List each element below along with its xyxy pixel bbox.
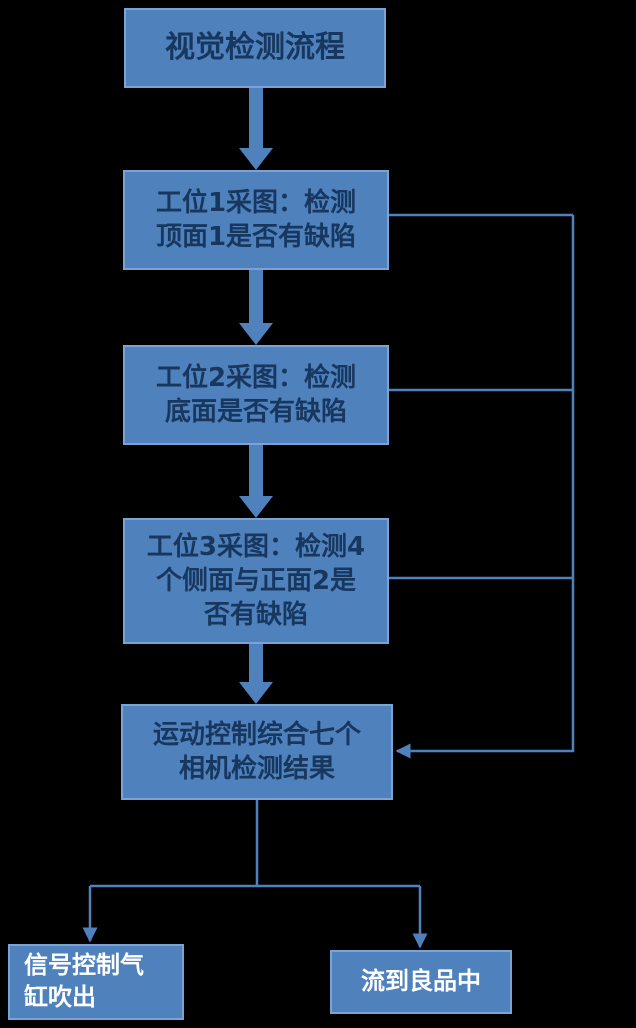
node-motion-control: 运动控制综合七个 相机检测结果 — [121, 704, 393, 800]
node-station3-label: 工位3采图：检测4 个侧面与正面2是 否有缺陷 — [146, 531, 366, 631]
node-pass-good-label: 流到良品中 — [361, 967, 481, 996]
node-station1: 工位1采图：检测 顶面1是否有缺陷 — [123, 170, 389, 270]
node-reject-blowout-label: 信号控制气 缸吹出 — [24, 951, 144, 1011]
arrow-station3-to-motion-icon — [239, 644, 273, 704]
arrow-station1-to-station2-icon — [239, 270, 273, 345]
node-reject-blowout: 信号控制气 缸吹出 — [8, 944, 184, 1020]
node-pass-good: 流到良品中 — [330, 950, 512, 1014]
arrow-title-to-station1-icon — [239, 88, 273, 170]
node-station2-label: 工位2采图：检测 底面是否有缺陷 — [155, 362, 357, 427]
node-title: 视觉检测流程 — [124, 8, 386, 88]
node-title-label: 视觉检测流程 — [165, 30, 345, 66]
node-station3: 工位3采图：检测4 个侧面与正面2是 否有缺陷 — [123, 518, 389, 644]
node-motion-control-label: 运动控制综合七个 相机检测结果 — [152, 719, 361, 784]
connector-feedback-to-motion — [395, 215, 575, 759]
node-station2: 工位2采图：检测 底面是否有缺陷 — [123, 345, 389, 445]
arrow-station2-to-station3-icon — [239, 445, 273, 518]
node-station1-label: 工位1采图：检测 顶面1是否有缺陷 — [155, 187, 357, 252]
